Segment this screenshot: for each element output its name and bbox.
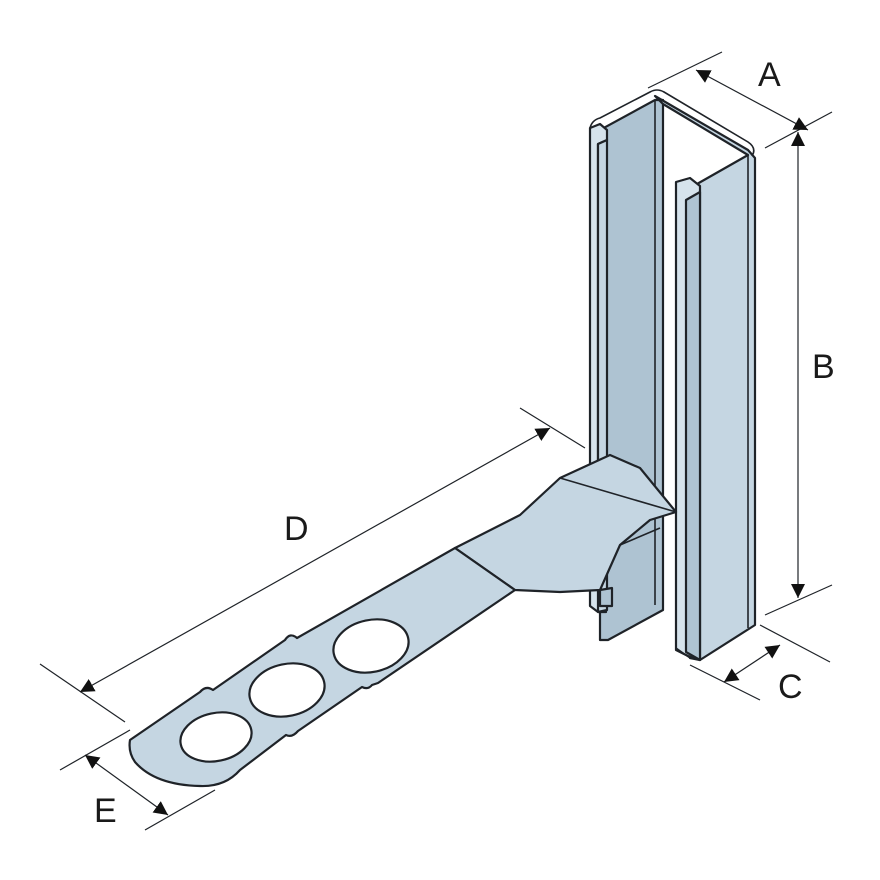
channel-front-strip (684, 190, 702, 662)
strap (128, 453, 678, 788)
dimension-b: B (764, 132, 835, 616)
channel-side-face (653, 94, 757, 662)
channel-top-rim (589, 89, 755, 157)
vertical-channel (588, 89, 757, 662)
dimension-label-b: B (812, 348, 835, 386)
strap-lip (598, 586, 614, 608)
strap-hole-3 (179, 711, 253, 763)
dimension-e: E (59, 729, 216, 831)
dimension-c: C (689, 624, 831, 706)
dimension-label-a: A (758, 56, 781, 94)
dimension-label-e: E (94, 792, 117, 830)
dimension-d: D (39, 407, 586, 723)
dimension-label-c: C (778, 668, 803, 706)
dimension-label-d: D (284, 510, 309, 548)
dimension-a: A (647, 51, 833, 149)
